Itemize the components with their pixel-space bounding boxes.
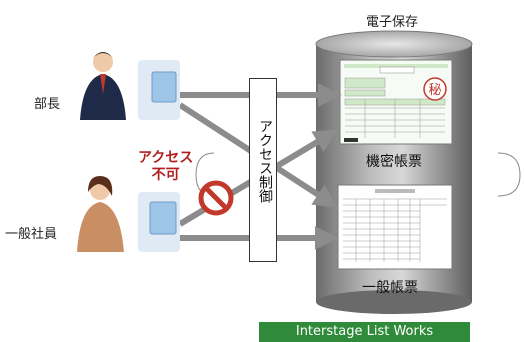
manager-figure [80, 52, 180, 120]
general-document [337, 184, 453, 270]
secret-stamp-text: 秘 [428, 83, 441, 98]
employee-label: 一般社員 [5, 227, 58, 242]
secret-stamp [423, 77, 447, 101]
product-name-badge: Interstage List Works [259, 322, 470, 342]
employee-figure [77, 176, 180, 252]
prohibited-icon [198, 180, 234, 216]
general-caption: 一般帳票 [362, 280, 418, 296]
access-control-box: アクセス制御 [249, 78, 277, 262]
manager-label: 部長 [34, 97, 61, 112]
confidential-document [339, 59, 453, 145]
storage-title: 電子保存 [366, 15, 419, 30]
access-control-label: アクセス制御 [257, 119, 273, 203]
right-bracket-line [497, 152, 521, 197]
access-denied-label: アクセス 不可 [138, 150, 194, 183]
confidential-caption: 機密帳票 [366, 154, 422, 170]
